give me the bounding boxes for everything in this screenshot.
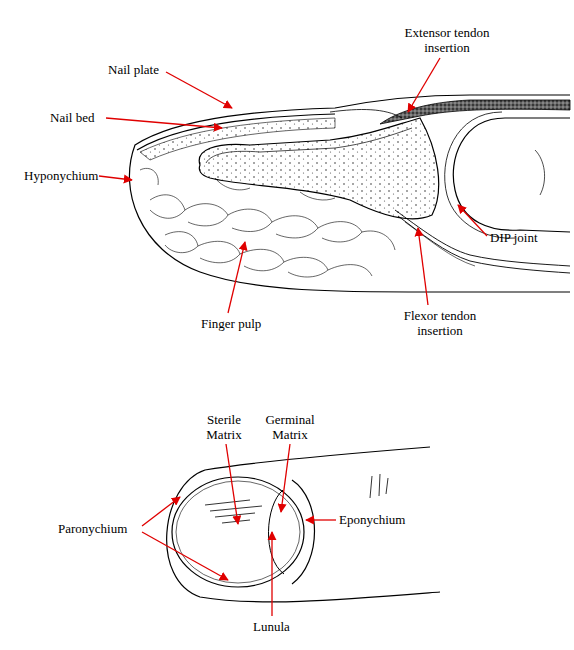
part-label: DIP joint [490, 230, 538, 245]
part-label: Lunula [253, 619, 290, 634]
part-label: Nail plate [108, 62, 159, 77]
part-label: Germinal Matrix [262, 412, 318, 442]
part-label: Nail bed [50, 110, 94, 125]
part-label: Hyponychium [24, 168, 98, 183]
part-label: Paronychium [58, 521, 127, 536]
part-label: Flexor tendon insertion [395, 308, 485, 338]
part-label: Sterile Matrix [199, 412, 249, 442]
part-label: Eponychium [339, 512, 405, 527]
dorsal-finger [167, 447, 440, 602]
part-label: Finger pulp [201, 316, 261, 331]
leader-arrows [99, 58, 487, 616]
part-label: Extensor tendon insertion [395, 25, 499, 55]
lateral-finger [129, 95, 570, 292]
